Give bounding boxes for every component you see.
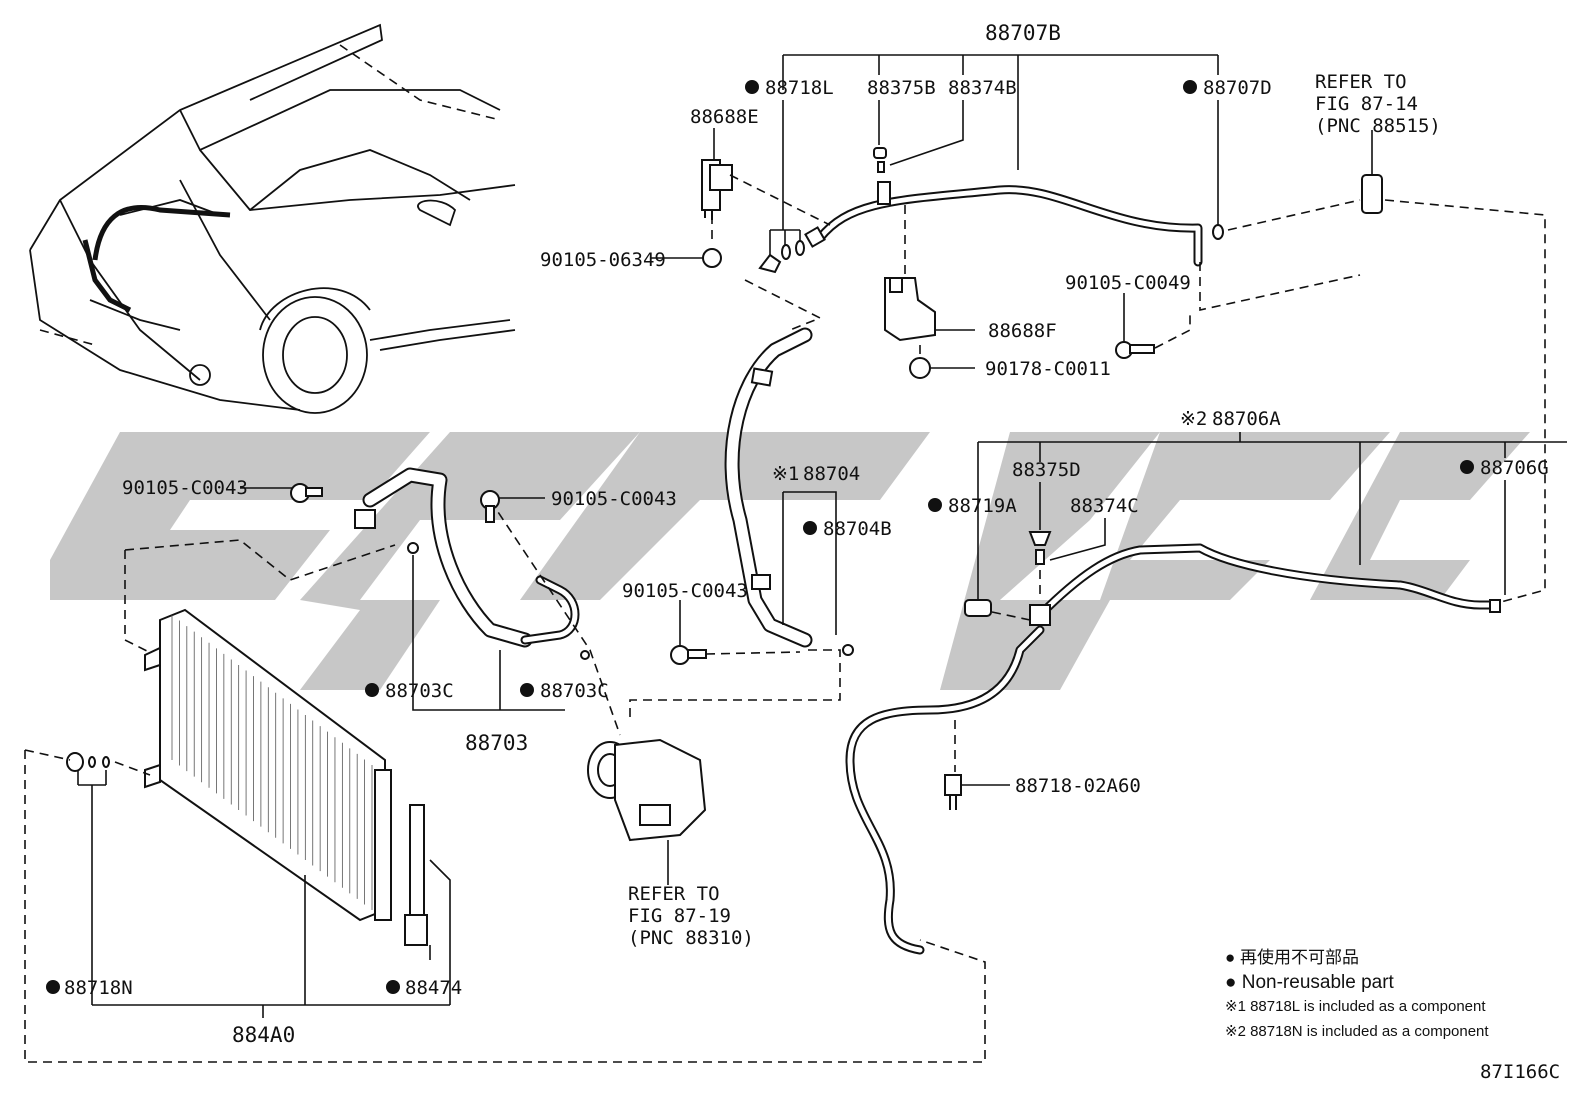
bolts-90105-C0043 <box>240 483 801 665</box>
suction-hose-88704 <box>629 279 854 720</box>
refer-fig-87-14-line1: REFER TO <box>1315 71 1407 93</box>
sensor-88688E <box>701 159 733 220</box>
label-90105-C0043-mid: 90105-C0043 <box>551 488 677 510</box>
non-reusable-marker <box>365 683 379 697</box>
vehicle-location-sketch <box>29 23 516 414</box>
label-88474: 88474 <box>405 977 462 999</box>
label-90105-06349: 90105-06349 <box>540 249 666 271</box>
non-reusable-marker <box>1460 460 1474 474</box>
label-90105-C0049: 90105-C0049 <box>1065 272 1191 294</box>
o-ring <box>795 240 805 256</box>
refer-fig-87-19-line2: FIG 87-19 <box>628 905 731 927</box>
legend-line-note-1: ※1 88718L is included as a component <box>1225 998 1486 1015</box>
refer-fig-87-14-line3: (PNC 88515) <box>1315 115 1441 137</box>
label-88718-02A60: 88718-02A60 <box>1015 775 1141 797</box>
label-88703: 88703 <box>465 731 528 755</box>
condenser-884A0 <box>24 608 986 1063</box>
part-labels: 88707B 88718L 88375B 88374B 88707D REFER… <box>46 21 1560 1083</box>
non-reusable-marker <box>386 980 400 994</box>
non-reusable-marker <box>928 498 942 512</box>
watermark-shape-2 <box>300 432 640 690</box>
watermark-shape-1 <box>50 432 430 600</box>
label-88688E: 88688E <box>690 106 759 128</box>
watermark-shape-6 <box>1310 432 1530 600</box>
label-90105-C0043-right: 90105-C0043 <box>622 580 748 602</box>
label-88706A-mark: ※2 <box>1180 408 1207 430</box>
label-88704-mark: ※1 <box>772 463 799 485</box>
label-88706A: 88706A <box>1212 408 1281 430</box>
label-88688F: 88688F <box>988 320 1057 342</box>
label-88718N: 88718N <box>64 977 133 999</box>
liquid-pipe-group <box>845 432 1567 955</box>
label-88704B: 88704B <box>823 518 892 540</box>
label-88374B: 88374B <box>948 77 1017 99</box>
legend-line-japanese: ● 再使用不可部品 <box>1225 947 1359 967</box>
label-90105-C0043-left: 90105-C0043 <box>122 477 248 499</box>
non-reusable-marker <box>46 980 60 994</box>
label-88707D: 88707D <box>1203 77 1272 99</box>
label-90178-C0011: 90178-C0011 <box>985 358 1111 380</box>
label-88375B: 88375B <box>867 77 936 99</box>
o-ring <box>781 244 791 260</box>
non-reusable-marker <box>520 683 534 697</box>
discharge-hose-88703 <box>124 467 621 736</box>
upper-pipe-group <box>650 54 1546 606</box>
label-88703C-left: 88703C <box>385 680 454 702</box>
watermark-logo <box>50 432 1530 690</box>
label-88374C: 88374C <box>1070 495 1139 517</box>
legend-line-note-2: ※2 88718N is included as a component <box>1225 1023 1489 1040</box>
label-88719A: 88719A <box>948 495 1017 517</box>
non-reusable-marker <box>803 521 817 535</box>
label-88703C-right: 88703C <box>540 680 609 702</box>
compressor <box>587 738 707 885</box>
label-88704: 88704 <box>803 463 860 485</box>
non-reusable-marker <box>745 80 759 94</box>
label-884A0: 884A0 <box>232 1023 295 1047</box>
watermark-shape-4 <box>940 432 1160 690</box>
refer-fig-87-19-line1: REFER TO <box>628 883 720 905</box>
label-88718L: 88718L <box>765 77 834 99</box>
watermark-shape-5 <box>1100 432 1390 600</box>
label-88375D: 88375D <box>1012 459 1081 481</box>
refer-fig-87-19-line3: (PNC 88310) <box>628 927 754 949</box>
label-88706G: 88706G <box>1480 457 1549 479</box>
legend-line-non-reusable: ● Non-reusable part <box>1225 972 1395 993</box>
clamp-88688F <box>884 277 936 342</box>
watermark-shape-3 <box>520 432 930 600</box>
non-reusable-marker <box>1183 80 1197 94</box>
figure-id: 87I166C <box>1480 1061 1560 1083</box>
legend: ● 再使用不可部品 ● Non-reusable part ※1 88718L … <box>1225 947 1489 1040</box>
refer-fig-87-14-line2: FIG 87-14 <box>1315 93 1418 115</box>
label-88707B: 88707B <box>985 21 1061 45</box>
